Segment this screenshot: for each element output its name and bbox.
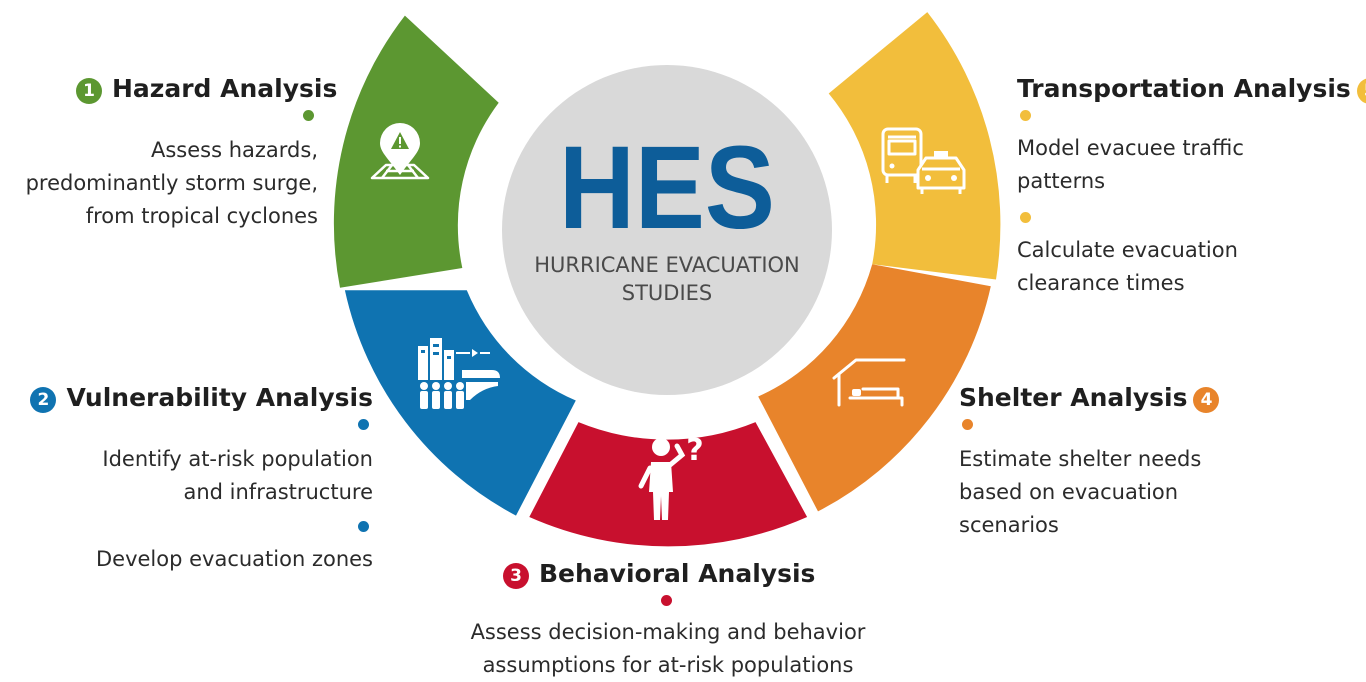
bus-car-icon: [881, 127, 966, 194]
hazard-description: Assess hazards, predominantly storm surg…: [26, 134, 318, 233]
step-number-badge: 2: [30, 387, 57, 413]
transportation-description-2: Calculate evacuation clearance times: [1017, 234, 1238, 300]
vulnerability-description-1: Identify at-risk population and infrastr…: [102, 443, 373, 509]
shelter-bed-icon: [832, 358, 906, 407]
hazard-desc-line: Assess hazards,: [150, 138, 318, 162]
shelter-desc-line: based on evacuation: [959, 480, 1179, 504]
hes-subtitle-line2: STUDIES: [622, 281, 713, 305]
step-number-badge: 4: [1193, 387, 1220, 413]
behavioral-title-text: Behavioral Analysis: [539, 559, 816, 588]
city-population-icon: [418, 338, 500, 409]
transportation-description-1: Model evacuee traffic patterns: [1017, 132, 1244, 198]
bullet-dot: [1020, 212, 1031, 223]
transportation-title-text: Transportation Analysis: [1017, 74, 1351, 103]
step-number-badge: 3: [503, 563, 529, 589]
transportation-desc-line: patterns: [1017, 169, 1106, 193]
hazard-title: 1 Hazard Analysis: [76, 74, 337, 104]
bullet-dot: [358, 419, 369, 430]
warning-map-pin-icon: [370, 123, 430, 180]
shelter-desc-line: scenarios: [959, 513, 1059, 537]
hazard-desc-line: from tropical cyclones: [85, 204, 318, 228]
behavioral-desc-line: Assess decision-making and behavior: [470, 620, 866, 644]
hes-acronym: HES: [559, 122, 775, 254]
shelter-description: Estimate shelter needs based on evacuati…: [959, 443, 1201, 542]
behavioral-title: 3 Behavioral Analysis: [503, 559, 815, 589]
transportation-desc-line: Calculate evacuation: [1017, 238, 1238, 262]
transportation-desc-line: Model evacuee traffic: [1017, 136, 1244, 160]
person-question-icon: ?: [638, 433, 704, 520]
hes-subtitle-line1: HURRICANE EVACUATION: [534, 253, 800, 277]
bullet-dot: [358, 521, 369, 532]
vulnerability-desc-line: Identify at-risk population: [102, 447, 373, 471]
step-number-badge: 5: [1356, 78, 1366, 104]
bullet-dot: [303, 110, 314, 121]
vulnerability-title-text: Vulnerability Analysis: [66, 383, 373, 412]
bullet-dot: [1020, 110, 1031, 121]
transportation-title: Transportation Analysis5: [1017, 74, 1366, 104]
vulnerability-title: 2 Vulnerability Analysis: [30, 383, 373, 413]
svg-text:?: ?: [686, 433, 703, 468]
hazard-desc-line: predominantly storm surge,: [25, 171, 318, 195]
vulnerability-description-2: Develop evacuation zones: [96, 543, 373, 576]
vulnerability-desc-line: and infrastructure: [183, 480, 373, 504]
behavioral-description: Assess decision-making and behavior assu…: [433, 616, 903, 682]
vulnerability-desc-line: Develop evacuation zones: [95, 547, 373, 571]
hazard-title-text: Hazard Analysis: [112, 74, 338, 103]
bullet-dot: [962, 419, 973, 430]
step-number-badge: 1: [76, 78, 102, 104]
shelter-desc-line: Estimate shelter needs: [959, 447, 1202, 471]
behavioral-desc-line: assumptions for at-risk populations: [482, 653, 854, 677]
transportation-desc-line: clearance times: [1017, 271, 1185, 295]
center-circle: [502, 65, 832, 395]
bullet-dot: [661, 595, 672, 606]
shelter-title-text: Shelter Analysis: [959, 383, 1188, 412]
